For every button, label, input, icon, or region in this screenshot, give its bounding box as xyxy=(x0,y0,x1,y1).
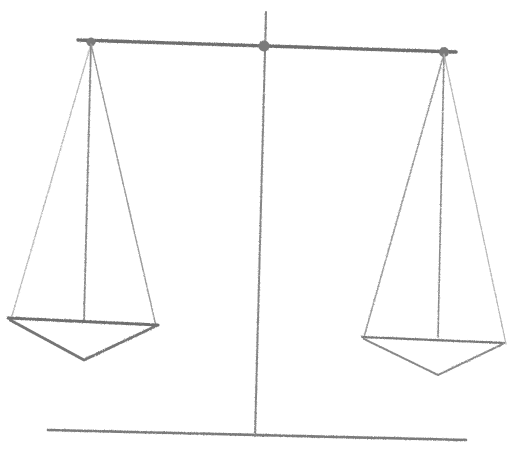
center-post xyxy=(255,12,266,436)
right-center-string xyxy=(438,54,444,337)
left-pan-assembly xyxy=(8,44,158,360)
pivot-knob xyxy=(259,41,270,52)
ground-line xyxy=(48,430,466,440)
left-pan-rim xyxy=(8,318,158,325)
left-inner-string xyxy=(91,44,156,326)
left-outer-string xyxy=(12,44,91,316)
right-pan-assembly xyxy=(362,54,506,375)
right-pan-bowl xyxy=(364,339,503,375)
right-pan-rim xyxy=(362,337,504,343)
right-outer-string xyxy=(364,54,444,337)
left-pan-bowl xyxy=(10,320,156,360)
right-inner-string xyxy=(444,54,506,344)
left-center-string xyxy=(84,44,91,320)
